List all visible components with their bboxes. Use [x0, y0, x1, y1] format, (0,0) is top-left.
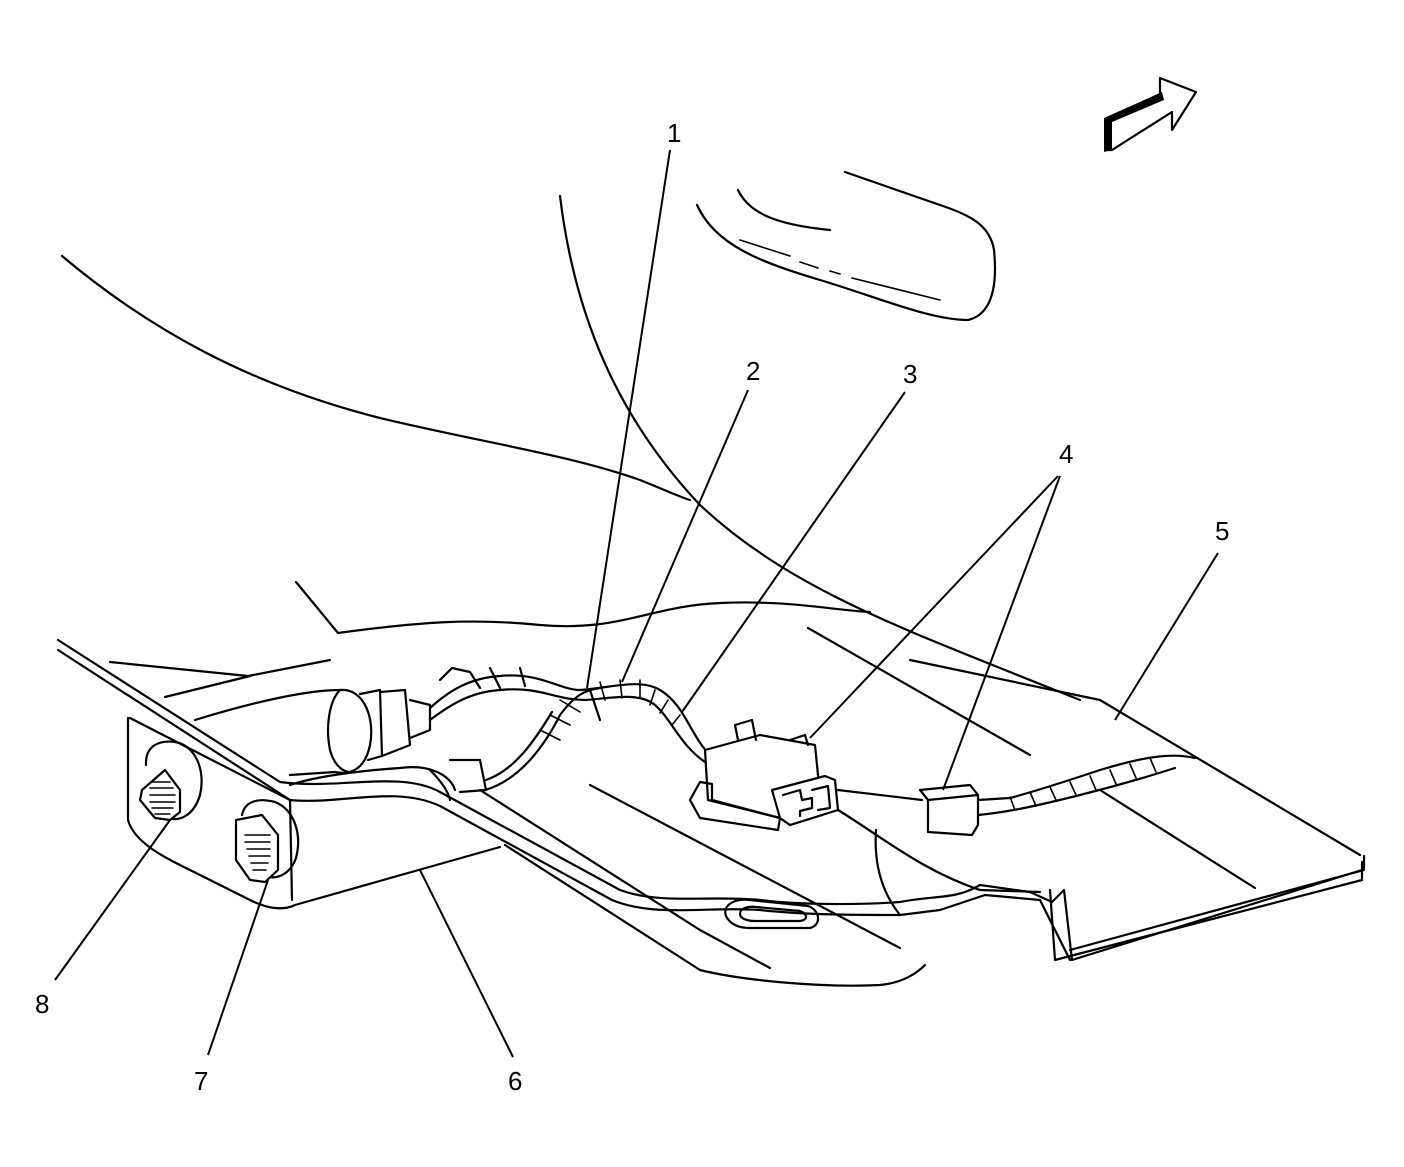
leader-5 — [1114, 552, 1219, 721]
vehicle-body-contours — [60, 194, 1082, 702]
callout-1: 1 — [667, 118, 681, 148]
seat-switch-7 — [234, 799, 300, 884]
callout-labels: 1 2 3 4 5 6 7 8 — [35, 118, 1229, 1096]
callout-4: 4 — [1059, 439, 1073, 469]
seat-motor — [193, 688, 488, 802]
callout-6: 6 — [508, 1066, 522, 1096]
callout-7: 7 — [194, 1066, 208, 1096]
leader-lines — [54, 149, 1219, 1058]
floor-tray — [56, 626, 1366, 987]
callout-8: 8 — [35, 989, 49, 1019]
leader-8 — [54, 819, 171, 981]
mating-connector — [836, 754, 1197, 837]
callout-2: 2 — [746, 356, 760, 386]
callout-3: 3 — [903, 359, 917, 389]
wiring-harness — [428, 666, 712, 792]
leader-6 — [419, 869, 514, 1058]
leader-4a — [809, 475, 1059, 739]
seat-switch-8 — [138, 740, 203, 822]
leader-7 — [207, 879, 269, 1056]
leader-4b — [942, 475, 1061, 791]
harness-connector — [688, 718, 840, 832]
leader-2 — [621, 389, 749, 683]
callout-5: 5 — [1215, 516, 1229, 546]
front-direction-arrow-icon — [1104, 76, 1198, 152]
upper-body-panel — [695, 170, 997, 322]
leader-1 — [586, 149, 671, 689]
leader-3 — [681, 391, 906, 713]
